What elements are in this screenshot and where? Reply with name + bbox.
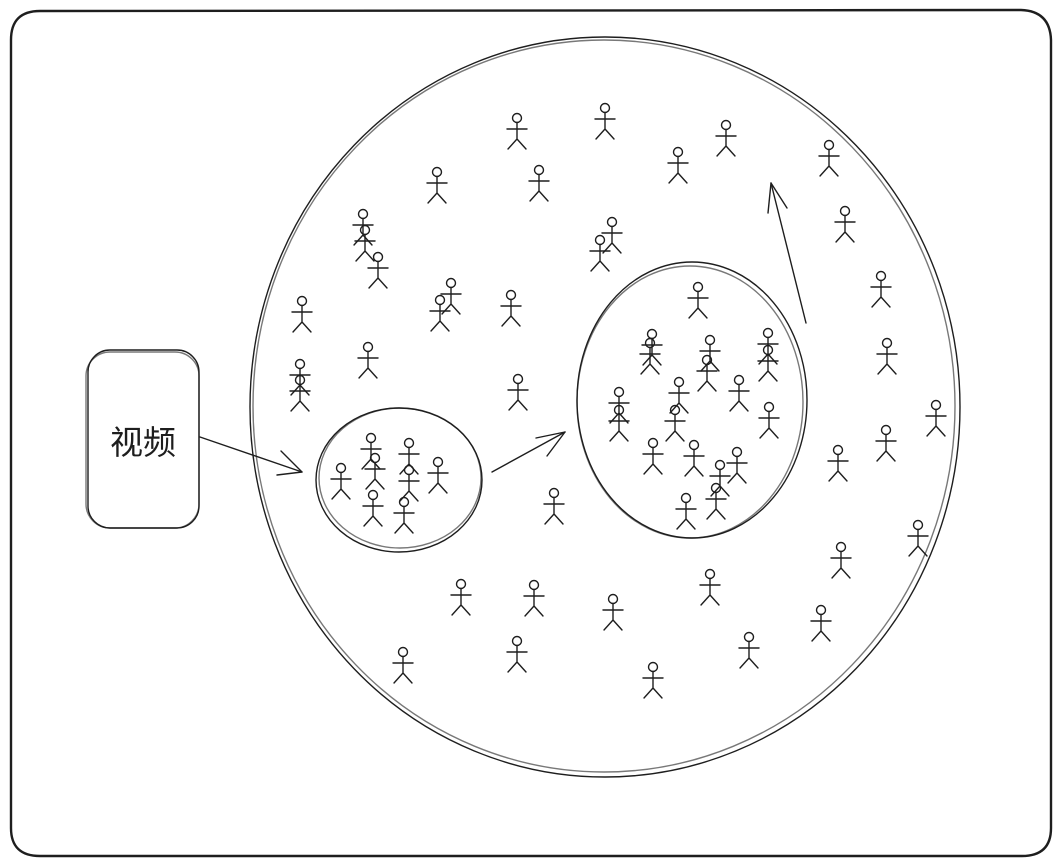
person-icon xyxy=(870,270,892,308)
person-icon xyxy=(427,456,449,494)
person-icon xyxy=(506,635,528,673)
person-icon xyxy=(506,112,528,150)
outer-frame xyxy=(9,8,1053,858)
person-icon xyxy=(738,631,760,669)
person-icon xyxy=(668,376,690,414)
person-icon xyxy=(830,541,852,579)
person-icon xyxy=(758,401,780,439)
person-icon xyxy=(364,452,386,490)
person-icon xyxy=(608,386,630,424)
person-icon xyxy=(352,208,374,246)
person-icon xyxy=(818,139,840,177)
person-icon xyxy=(709,459,731,497)
person-icon xyxy=(291,295,313,333)
person-icon xyxy=(354,224,376,262)
person-icon xyxy=(810,604,832,642)
person-icon xyxy=(357,341,379,379)
person-icon xyxy=(500,289,522,327)
person-icon xyxy=(289,374,311,412)
person-icon xyxy=(330,462,352,500)
person-icon xyxy=(523,579,545,617)
person-icon xyxy=(726,446,748,484)
person-icon xyxy=(393,496,415,534)
arrow-box-to-small xyxy=(199,436,303,476)
person-icon xyxy=(664,404,686,442)
person-icon xyxy=(528,164,550,202)
person-icon xyxy=(728,374,750,412)
person-icon xyxy=(440,277,462,315)
person-icon xyxy=(675,492,697,530)
video-source-box xyxy=(87,349,200,529)
person-icon xyxy=(757,344,779,382)
person-icon xyxy=(876,337,898,375)
person-icon xyxy=(398,437,420,475)
person-icon xyxy=(639,337,661,375)
person-icon xyxy=(426,166,448,204)
person-icon xyxy=(925,399,947,437)
medium-circle xyxy=(576,261,808,539)
person-icon xyxy=(699,334,721,372)
large-circle xyxy=(249,36,961,778)
person-icon xyxy=(429,294,451,332)
person-icon xyxy=(642,437,664,475)
person-icon xyxy=(875,424,897,462)
person-icon xyxy=(667,146,689,184)
person-icon xyxy=(507,373,529,411)
small-circle xyxy=(315,407,483,553)
person-icon xyxy=(392,646,414,684)
person-icon xyxy=(827,444,849,482)
person-icon xyxy=(543,487,565,525)
person-icon xyxy=(699,568,721,606)
person-icon xyxy=(594,102,616,140)
person-icon xyxy=(705,482,727,520)
person-icon xyxy=(834,205,856,243)
person-icon xyxy=(608,404,630,442)
person-icon xyxy=(642,661,664,699)
person-icon xyxy=(683,439,705,477)
arrow-small-to-medium xyxy=(491,431,566,473)
person-icon xyxy=(687,281,709,319)
person-icon xyxy=(907,519,929,557)
person-icon xyxy=(362,489,384,527)
person-icon xyxy=(601,216,623,254)
person-icon xyxy=(450,578,472,616)
person-icon xyxy=(360,432,382,470)
person-icon xyxy=(398,464,420,502)
arrow-medium-to-large xyxy=(767,182,807,324)
people-layer xyxy=(289,102,947,699)
person-icon xyxy=(589,234,611,272)
person-icon xyxy=(696,354,718,392)
person-icon xyxy=(367,251,389,289)
person-icon xyxy=(715,119,737,157)
person-icon xyxy=(602,593,624,631)
